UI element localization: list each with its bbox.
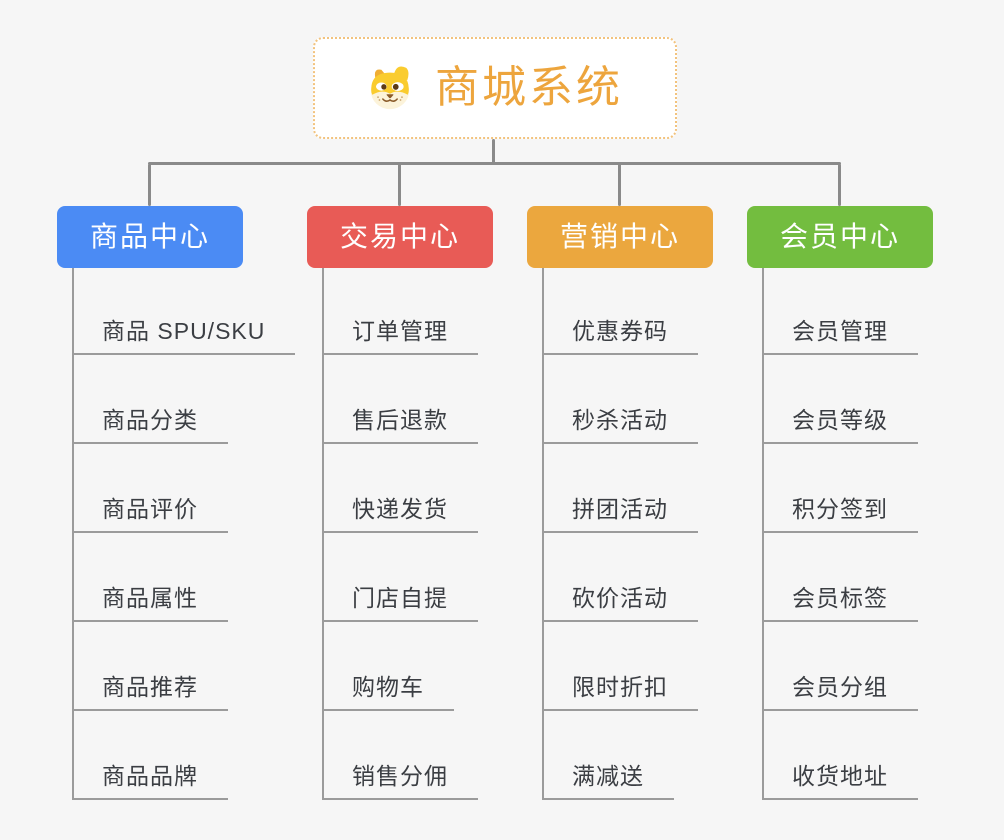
child-node-label: 商品品牌 [102,762,198,789]
child-node[interactable]: 快递发货 [322,444,478,533]
branch-children: 商品 SPU/SKU 商品分类商品评价商品属性商品推荐商品品牌 [72,268,296,800]
child-node[interactable]: 商品分类 [72,355,228,444]
child-node-label: 购物车 [352,673,424,700]
connector-drop-member-center [838,164,841,206]
connector-drop-trade-center [398,164,401,206]
branch-node-marketing-center[interactable]: 营销中心 [527,206,713,268]
child-node[interactable]: 订单管理 [322,268,478,355]
child-node[interactable]: 商品 SPU/SKU [72,268,296,355]
child-node-label: 秒杀活动 [572,406,668,433]
dog-face-icon [370,66,410,110]
child-node-label: 会员管理 [792,317,888,344]
child-node[interactable]: 会员等级 [762,355,918,444]
child-node[interactable]: 秒杀活动 [542,355,698,444]
branch-label: 交易中心 [339,221,460,252]
child-node-label: 商品属性 [102,584,198,611]
connector-drop-marketing-center [618,164,621,206]
connector-drop-product-center [148,164,151,206]
child-node-label: 拼团活动 [572,495,668,522]
child-node[interactable]: 购物车 [322,622,454,711]
child-node-label: 优惠券码 [572,317,668,344]
branch-node-member-center[interactable]: 会员中心 [747,206,933,268]
child-node-label: 快递发货 [352,495,448,522]
child-node-label: 商品分类 [102,406,198,433]
child-node-label: 商品 SPU/SKU [102,317,266,344]
branch-trade-center: 交易中心 订单管理售后退款快递发货门店自提购物车销售分佣 [307,206,493,800]
child-node[interactable]: 售后退款 [322,355,478,444]
branch-node-trade-center[interactable]: 交易中心 [307,206,493,268]
branch-children: 会员管理会员等级积分签到会员标签会员分组收货地址 [762,268,918,800]
branch-product-center: 商品中心 商品 SPU/SKU 商品分类商品评价商品属性商品推荐商品品牌 [57,206,296,800]
child-node[interactable]: 限时折扣 [542,622,698,711]
child-node[interactable]: 会员管理 [762,268,918,355]
branch-label: 会员中心 [779,221,900,252]
child-node[interactable]: 砍价活动 [542,533,698,622]
child-node-label: 积分签到 [792,495,888,522]
child-node[interactable]: 商品品牌 [72,711,228,800]
root-node[interactable]: 商城系统 [313,37,677,139]
child-node-label: 售后退款 [352,406,448,433]
child-node-label: 订单管理 [352,317,448,344]
branch-label: 商品中心 [89,221,210,252]
child-node[interactable]: 销售分佣 [322,711,478,800]
branch-children: 订单管理售后退款快递发货门店自提购物车销售分佣 [322,268,478,800]
child-node-label: 会员分组 [792,673,888,700]
child-node[interactable]: 拼团活动 [542,444,698,533]
branch-trunk-line [322,268,324,800]
child-node[interactable]: 积分签到 [762,444,918,533]
branch-marketing-center: 营销中心 优惠券码秒杀活动拼团活动砍价活动限时折扣满减送 [527,206,713,800]
child-node[interactable]: 会员分组 [762,622,918,711]
branch-label: 营销中心 [559,221,680,252]
child-node[interactable]: 满减送 [542,711,674,800]
branch-node-product-center[interactable]: 商品中心 [57,206,243,268]
branch-trunk-line [542,268,544,800]
child-node-label: 收货地址 [792,762,888,789]
branch-member-center: 会员中心 会员管理会员等级积分签到会员标签会员分组收货地址 [747,206,933,800]
child-node-label: 销售分佣 [352,762,448,789]
child-node-label: 会员标签 [792,584,888,611]
child-node-label: 砍价活动 [572,584,668,611]
connector-root-drop [492,139,495,164]
child-node[interactable]: 收货地址 [762,711,918,800]
child-node[interactable]: 门店自提 [322,533,478,622]
child-node[interactable]: 优惠券码 [542,268,698,355]
child-node-label: 商品评价 [102,495,198,522]
child-node-label: 限时折扣 [572,673,668,700]
child-node[interactable]: 商品评价 [72,444,228,533]
child-node[interactable]: 商品推荐 [72,622,228,711]
branch-trunk-line [762,268,764,800]
child-node-label: 会员等级 [792,406,888,433]
child-node-label: 满减送 [572,762,644,789]
root-title: 商城系统 [435,63,623,112]
branch-children: 优惠券码秒杀活动拼团活动砍价活动限时折扣满减送 [542,268,698,800]
branch-trunk-line [72,268,74,800]
connector-spine [148,162,841,165]
child-node-label: 门店自提 [352,584,448,611]
child-node[interactable]: 会员标签 [762,533,918,622]
child-node-label: 商品推荐 [102,673,198,700]
child-node[interactable]: 商品属性 [72,533,228,622]
